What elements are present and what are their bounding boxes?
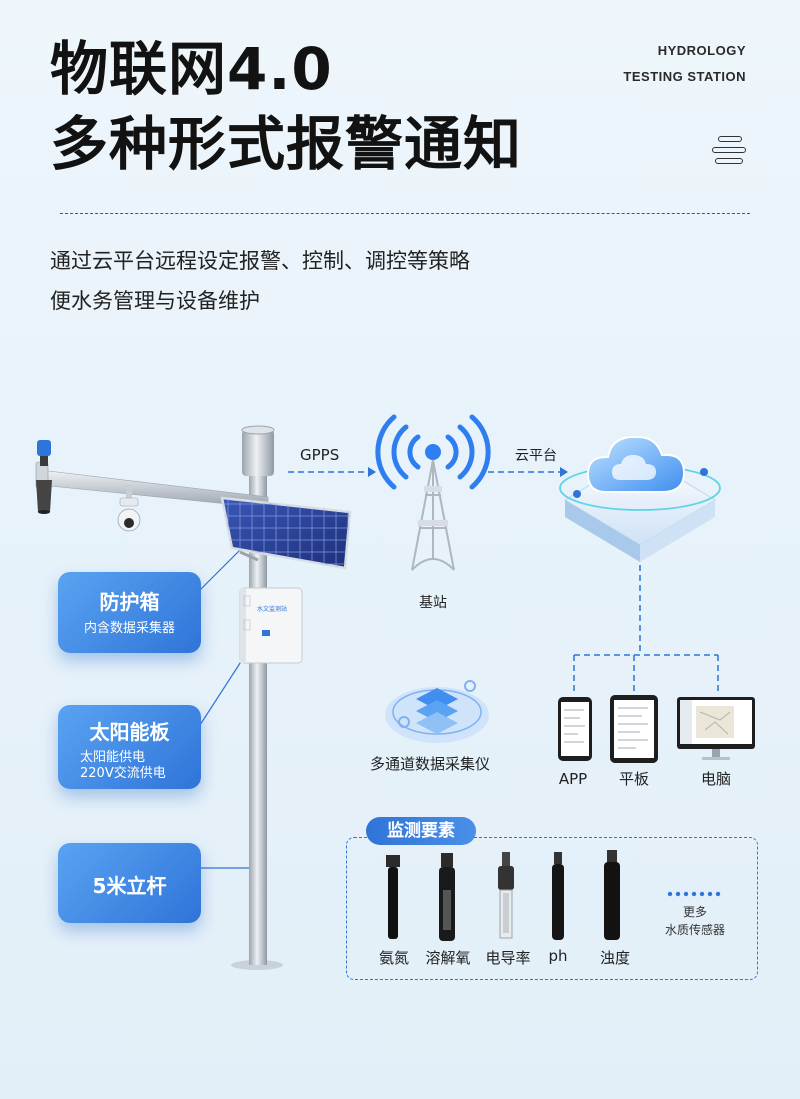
monitoring-panel (346, 837, 758, 980)
monitoring-title: 监测要素 (366, 817, 476, 845)
data-collector-icon (385, 680, 489, 743)
brand-text-line2: TESTING STATION (623, 69, 746, 84)
more-sensors-line1: 更多 (682, 905, 707, 919)
description-line1: 通过云平台远程设定报警、控制、调控等策略 (50, 249, 470, 273)
sensor-ph-icon (552, 852, 564, 940)
sensor-label-ph: ph (548, 947, 568, 965)
terminal-tablet-label: 平板 (618, 770, 649, 788)
callout-solar-panel: 太阳能板 太阳能供电 220V交流供电 (58, 705, 201, 789)
sensor-turbidity-icon (604, 850, 620, 940)
base-station-icon (375, 414, 491, 571)
sensor-conductivity-icon (498, 852, 514, 939)
page-title-line2: 多种形式报警通知 (50, 110, 523, 178)
station-label: 基站 (419, 595, 447, 611)
page-title-line1: 物联网4.0 (50, 35, 333, 103)
solar-panel (220, 496, 352, 570)
sensor-label-ammonia: 氨氮 (378, 949, 409, 967)
terminal-computer-label: 电脑 (700, 770, 731, 788)
sensor-label-conductivity: 电导率 (485, 949, 531, 967)
collector-label: 多通道数据采集仪 (370, 755, 491, 773)
sensor-label-dissolved-oxygen: 溶解氧 (425, 949, 471, 967)
callout-solar-title: 太阳能板 (89, 720, 170, 744)
cloud-platform-icon (559, 435, 721, 562)
phone-icon (558, 697, 592, 761)
callout-solar-sub2: 220V交流供电 (80, 766, 166, 781)
sensor-label-turbidity: 浊度 (599, 949, 630, 967)
callout-box-title: 防护箱 (99, 590, 160, 614)
box-label: 水文监测站 (256, 606, 287, 613)
callout-box-sub: 内含数据采集器 (83, 621, 175, 636)
terminal-app-label: APP (558, 770, 588, 788)
cloud-label: 云平台 (515, 448, 557, 464)
sensor-dissolved-oxygen-icon (439, 853, 455, 941)
description-line2: 便水务管理与设备维护 (50, 289, 260, 313)
callout-protective-box: 防护箱 内含数据采集器 (58, 572, 201, 653)
callout-solar-sub1: 太阳能供电 (80, 750, 146, 765)
protective-box (239, 587, 303, 664)
callout-pole: 5米立杆 (58, 843, 201, 923)
camera-icon (117, 485, 141, 532)
header-divider (60, 213, 750, 214)
computer-icon (677, 697, 755, 760)
callout-pole-title: 5米立杆 (92, 874, 167, 898)
sensor-ammonia-icon (386, 855, 400, 939)
brand-text-line1: HYDROLOGY (657, 43, 746, 58)
menu-icon[interactable] (712, 136, 746, 172)
terminal-connectors (573, 565, 719, 695)
tablet-icon (610, 695, 658, 763)
radar-sensor-icon (36, 440, 52, 514)
more-sensors-line2: 水质传感器 (664, 923, 725, 937)
gpps-label: GPPS (300, 446, 340, 464)
more-dots-icon (667, 891, 721, 897)
